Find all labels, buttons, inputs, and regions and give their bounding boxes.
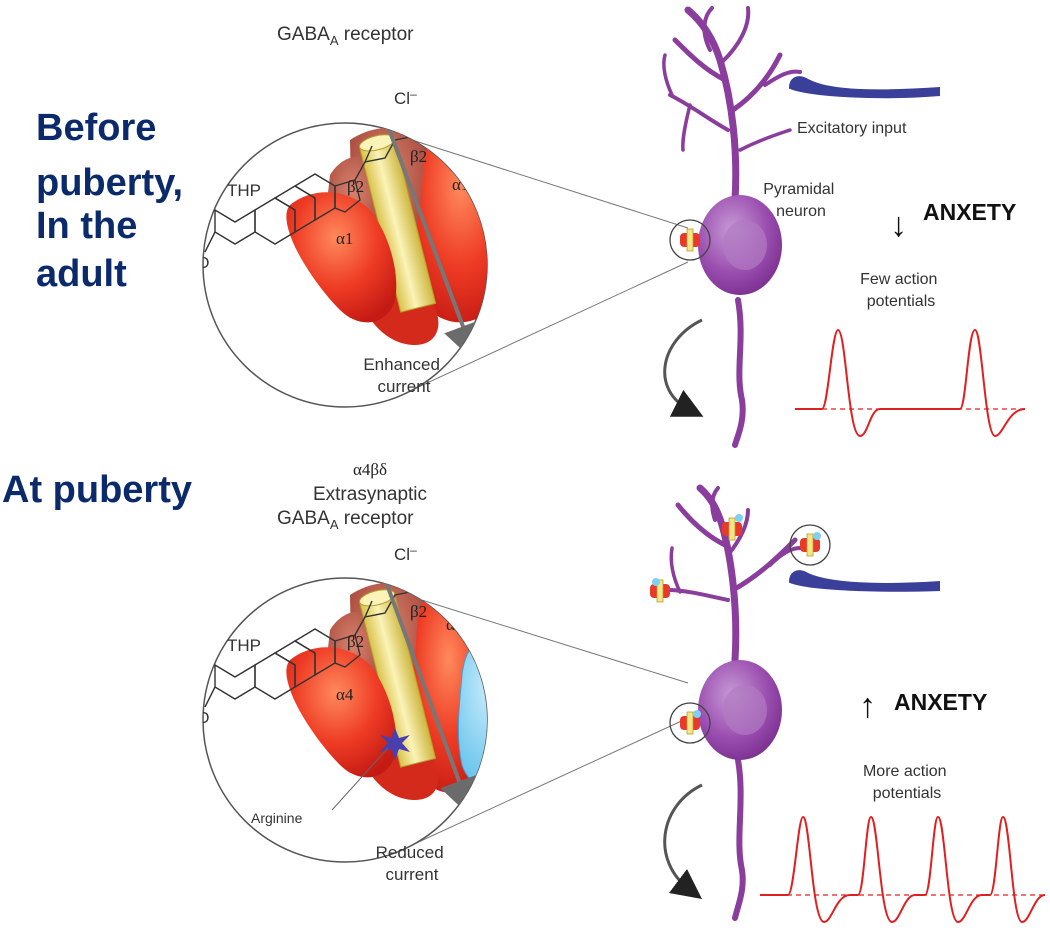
subunit-label: α1	[336, 229, 353, 248]
chloride-ion-label: Cl–	[394, 87, 417, 108]
neuron-label: Pyramidal neuron	[763, 181, 839, 220]
excitatory-input-axon	[788, 76, 941, 99]
anxiety-label: ANXETY	[894, 689, 987, 715]
subunit-label: α4	[446, 615, 464, 634]
action-potentials-label: More action potentials	[863, 763, 951, 802]
action-potential-trace	[760, 815, 1046, 924]
top-panel: Before puberty, In the adult GABAA recep…	[36, 6, 1026, 448]
receptor-location-circle	[669, 702, 711, 744]
bottom-receptor-illustration: O THP β2 β2 α4 α4 δ	[197, 578, 498, 819]
arginine-pointer	[331, 747, 389, 811]
excitatory-input-label: Excitatory input	[797, 120, 907, 137]
top-receptor-title: GABAA receptor	[277, 24, 414, 48]
mini-receptor-icon	[680, 228, 700, 252]
anxiety-down-arrow: ↓	[890, 206, 907, 244]
oxygen-label: O	[197, 255, 209, 272]
bottom-receptor-title: GABAA receptor	[277, 508, 414, 532]
zoom-line	[411, 717, 689, 846]
anxiety-label: ANXETY	[923, 199, 1016, 225]
alpha1-subunit-shape	[413, 123, 487, 323]
zoom-line	[411, 261, 689, 391]
thp-molecule	[204, 135, 416, 253]
subunit-label: β2	[410, 602, 427, 621]
receptor-location-circle	[789, 524, 831, 566]
top-receptor-illustration: O THP β2 β2 α1 α1	[197, 123, 487, 364]
alpha4-subunit-shape	[286, 647, 397, 778]
mini-receptor-icon	[800, 532, 821, 557]
top-heading: Before puberty, In the adult	[36, 107, 194, 295]
chloride-ion-label: Cl–	[394, 543, 417, 564]
receptor-type-label: α4βδ	[353, 460, 387, 479]
mini-receptor-icon	[680, 710, 701, 735]
alpha1-subunit-shape	[286, 192, 397, 323]
arginine-star	[380, 728, 410, 760]
signal-propagation-arrow	[663, 783, 703, 900]
chloride-channel	[358, 134, 437, 313]
action-potentials-label: Few action potentials	[860, 271, 942, 310]
thp-label: THP	[227, 636, 261, 655]
current-label: Reduced current	[376, 843, 449, 884]
zoom-line	[411, 596, 689, 684]
action-potential-trace	[795, 328, 1026, 438]
mini-receptor-icon	[650, 578, 670, 603]
excitatory-input-axon	[788, 570, 941, 592]
bottom-panel: At puberty α4βδ Extrasynaptic GABAA rece…	[2, 460, 1046, 924]
subunit-label: β2	[347, 632, 364, 651]
neuron-nucleus	[723, 220, 767, 270]
current-label: Enhanced current	[363, 355, 444, 396]
zoom-line	[411, 139, 689, 229]
anxiety-up-arrow: ↑	[859, 687, 876, 725]
current-arrow	[376, 123, 482, 364]
delta-subunit-shape	[457, 631, 487, 793]
thp-label: THP	[227, 181, 261, 200]
arginine-label: Arginine	[251, 810, 303, 826]
receptor-location-circle	[669, 219, 711, 261]
oxygen-label: O	[197, 710, 209, 727]
subunit-label: δ	[490, 707, 498, 726]
top-heading-line: puberty,	[36, 162, 183, 204]
signal-propagation-arrow	[663, 318, 704, 417]
top-heading-line: Before	[36, 107, 156, 149]
top-heading-line: In the	[36, 205, 137, 247]
thp-molecule	[204, 590, 416, 708]
subunit-label: β2	[410, 147, 427, 166]
current-arrow	[376, 578, 478, 819]
subunit-label: α4	[336, 685, 354, 704]
subunit-label: β2	[347, 177, 364, 196]
bottom-heading: At puberty	[2, 469, 192, 511]
top-heading-line: adult	[36, 253, 127, 295]
extrasynaptic-label: Extrasynaptic	[313, 484, 427, 505]
top-pyramidal-neuron	[662, 6, 802, 448]
mini-receptor-icon	[722, 514, 743, 541]
chloride-channel	[358, 589, 437, 768]
neuron-nucleus	[723, 685, 767, 735]
